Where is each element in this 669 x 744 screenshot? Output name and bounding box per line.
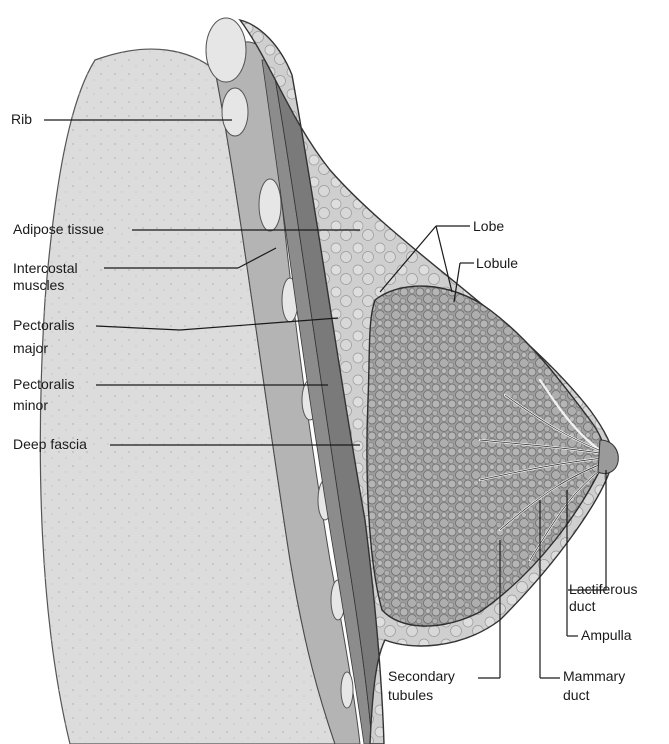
- label-intercostal-muscles-line2: muscles: [13, 277, 64, 294]
- label-secondary-tubules-line2: tubules: [388, 687, 433, 704]
- nipple: [598, 440, 618, 474]
- label-intercostal-muscles-line1: Intercostal: [13, 260, 78, 277]
- label-pectoralis-major-line1: Pectoralis: [13, 317, 74, 334]
- glandular-tissue: [367, 286, 604, 626]
- label-pectoralis-minor-line1: Pectoralis: [13, 376, 74, 393]
- label-adipose-tissue: Adipose tissue: [13, 221, 104, 238]
- label-pectoralis-major-line2: major: [13, 340, 48, 357]
- label-secondary-tubules-line1: Secondary: [388, 668, 455, 685]
- label-lobe: Lobe: [473, 218, 504, 235]
- label-mammary-duct-line1: Mammary: [563, 668, 625, 685]
- label-mammary-duct-line2: duct: [563, 687, 589, 704]
- label-lactiferous-duct-line1: Lactiferous: [569, 581, 637, 598]
- label-rib: Rib: [11, 111, 32, 128]
- label-deep-fascia: Deep fascia: [13, 436, 87, 453]
- label-lobule: Lobule: [476, 255, 518, 272]
- label-lactiferous-duct-line2: duct: [569, 598, 595, 615]
- label-pectoralis-minor-line2: minor: [13, 397, 48, 414]
- label-ampulla: Ampulla: [581, 627, 632, 644]
